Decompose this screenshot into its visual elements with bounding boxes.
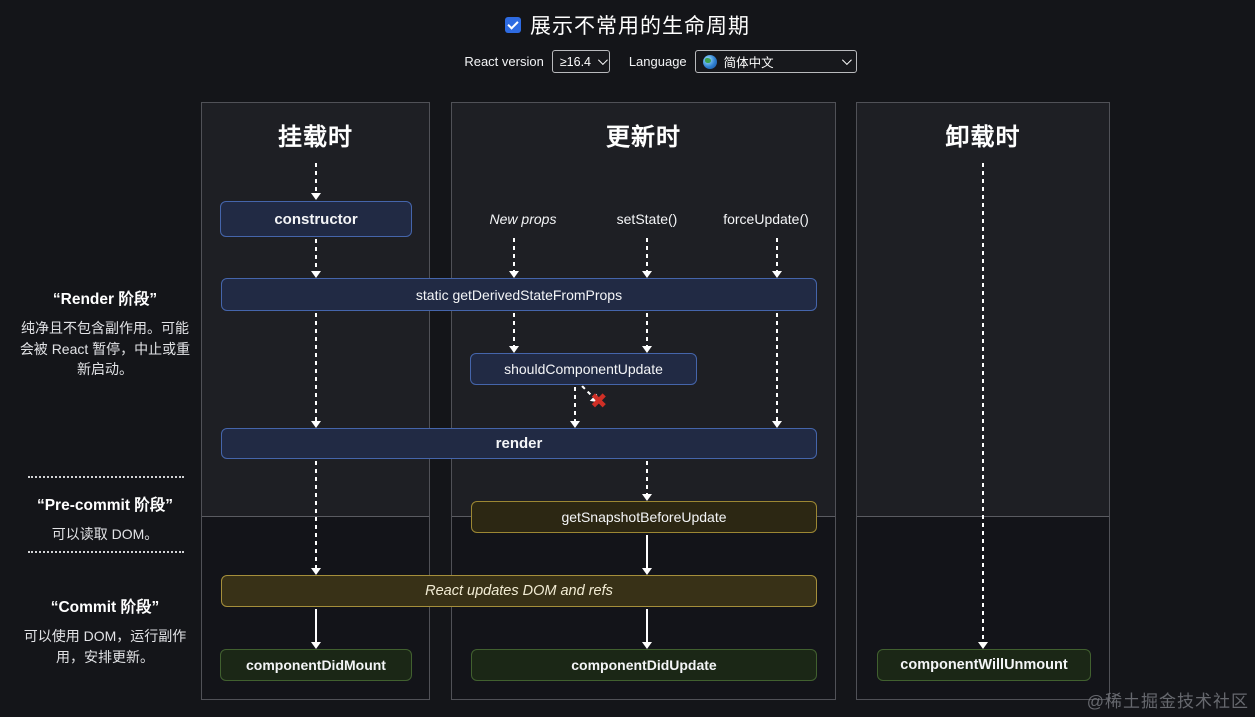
- render-phase-note: “Render 阶段” 纯净且不包含副作用。可能会被 React 暂停，中止或重…: [15, 287, 195, 380]
- phase-separator: [28, 476, 184, 478]
- new-props-label: New props: [489, 211, 557, 227]
- updating-column-title: 更新时: [606, 124, 681, 151]
- arrow-shouldupdate-to-render: [570, 387, 580, 428]
- componentwillunmount-box[interactable]: componentWillUnmount: [877, 649, 1091, 681]
- arrow-getderivedstate-to-shouldupdate-left: [509, 313, 519, 353]
- phase-separator: [28, 551, 184, 553]
- watermark: @稀土掘金技术社区: [1086, 692, 1249, 711]
- constructor-box[interactable]: constructor: [220, 201, 412, 237]
- commit-phase-note: “Commit 阶段” 可以使用 DOM，运行副作用，安排更新。: [15, 595, 195, 667]
- unmounting-column-title: 卸载时: [945, 124, 1021, 151]
- arrow-getderivedstate-to-render-mounting: [311, 313, 321, 428]
- abort-x-icon: ✖: [590, 389, 608, 413]
- shouldcomponentupdate-box[interactable]: shouldComponentUpdate: [470, 353, 697, 385]
- arrow-forceupdate-to-getderivedstate: [772, 238, 782, 278]
- arrow-reactupdates-to-didmount: [311, 609, 321, 649]
- arrow-constructor-to-getderivedstate: [311, 239, 321, 278]
- arrow-unmounting-to-willunmount: [978, 163, 988, 649]
- precommit-phase-note: “Pre-commit 阶段” 可以读取 DOM。: [15, 493, 195, 545]
- page-title: 展示不常用的生命周期: [530, 15, 750, 38]
- render-box[interactable]: render: [221, 428, 817, 459]
- setstate-label: setState(): [616, 211, 678, 227]
- react-version-label: React version: [464, 54, 544, 69]
- globe-icon: [702, 54, 717, 69]
- componentdidupdate-box[interactable]: componentDidUpdate: [471, 649, 817, 681]
- commit-phase-body: 可以使用 DOM，运行副作用，安排更新。: [23, 628, 187, 665]
- chevron-down-icon: [597, 55, 608, 66]
- commit-phase-heading: “Commit 阶段”: [50, 599, 160, 616]
- react-updates-dom-box: React updates DOM and refs: [221, 575, 817, 607]
- forceupdate-label: forceUpdate(): [723, 211, 809, 227]
- arrow-render-to-reactupdates-mounting: [311, 461, 321, 575]
- header: 展示不常用的生命周期: [0, 10, 1255, 40]
- arrow-forceupdate-bypass-to-render: [772, 313, 782, 428]
- getsnapshotbeforeupdate-box[interactable]: getSnapshotBeforeUpdate: [471, 501, 817, 533]
- react-version-select[interactable]: ≥16.4: [551, 50, 610, 73]
- getderivedstatefromprops-box[interactable]: static getDerivedStateFromProps: [221, 278, 817, 311]
- language-label: Language: [628, 54, 687, 69]
- show-uncommon-lifecycles-checkbox[interactable]: [505, 17, 521, 33]
- mounting-column-title: 挂载时: [278, 124, 353, 151]
- precommit-phase-body: 可以读取 DOM。: [51, 526, 159, 542]
- render-phase-body: 纯净且不包含副作用。可能会被 React 暂停，中止或重新启动。: [19, 320, 191, 378]
- controls-bar: React version ≥16.4 Language 简体中文: [33, 50, 1255, 73]
- precommit-phase-heading: “Pre-commit 阶段”: [36, 497, 174, 514]
- componentdidmount-box[interactable]: componentDidMount: [220, 649, 412, 681]
- react-version-value: ≥16.4: [559, 54, 592, 69]
- updating-panel: [451, 102, 836, 700]
- arrow-mounting-start: [311, 163, 321, 200]
- language-select[interactable]: 简体中文: [694, 50, 857, 73]
- arrow-render-to-getsnapshot: [642, 461, 652, 501]
- arrow-getderivedstate-to-shouldupdate-right: [642, 313, 652, 353]
- arrow-getsnapshot-to-reactupdates: [642, 535, 652, 575]
- language-value: 简体中文: [723, 56, 774, 70]
- render-phase-heading: “Render 阶段”: [52, 291, 158, 308]
- arrow-newprops-to-getderivedstate: [509, 238, 519, 278]
- chevron-down-icon: [841, 55, 852, 66]
- arrow-reactupdates-to-didupdate: [642, 609, 652, 649]
- arrow-setstate-to-getderivedstate: [642, 238, 652, 278]
